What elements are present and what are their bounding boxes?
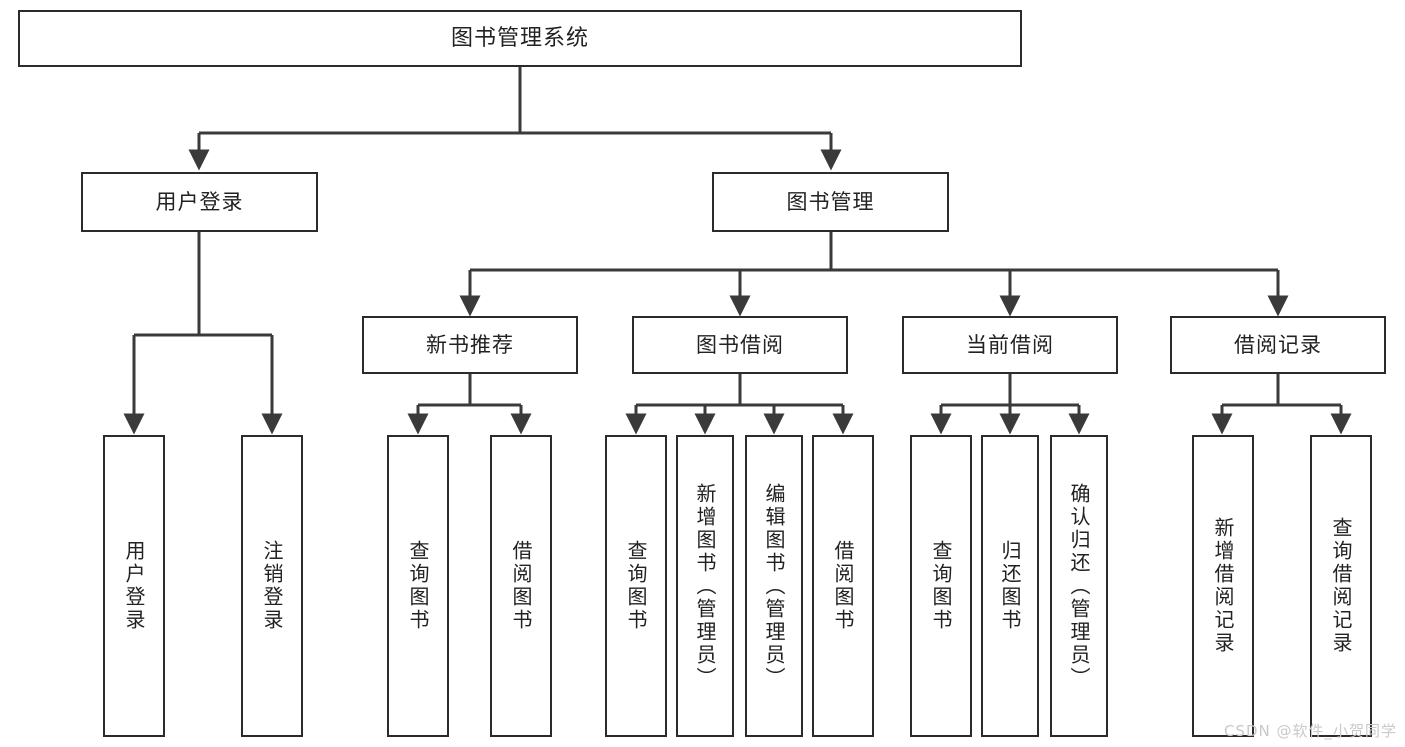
- leaf-add-borrow-record[interactable]: 新增借阅记录: [1192, 435, 1254, 737]
- leaf-query-book-current[interactable]: 查询图书: [910, 435, 972, 737]
- leaf-borrow-book-recommend[interactable]: 借阅图书: [490, 435, 552, 737]
- node-borrow-record[interactable]: 借阅记录: [1170, 316, 1386, 374]
- node-label: 新增借阅记录: [1211, 517, 1235, 655]
- node-label: 查询借阅记录: [1329, 517, 1353, 655]
- node-label: 注销登录: [260, 540, 284, 632]
- node-label: 图书管理: [786, 189, 875, 214]
- node-label: 查询图书: [406, 540, 430, 632]
- leaf-add-book-admin[interactable]: 新增图书（管理员）: [676, 435, 734, 737]
- leaf-query-book-recommend[interactable]: 查询图书: [387, 435, 449, 737]
- node-label: 查询图书: [624, 540, 648, 632]
- node-label: 借阅图书: [509, 540, 533, 632]
- node-label: 用户登录: [122, 540, 146, 632]
- node-label: 归还图书: [998, 540, 1022, 632]
- leaf-confirm-return-admin[interactable]: 确认归还（管理员）: [1050, 435, 1108, 737]
- leaf-query-book-borrow[interactable]: 查询图书: [605, 435, 667, 737]
- leaf-edit-book-admin[interactable]: 编辑图书（管理员）: [745, 435, 803, 737]
- node-label: 借阅记录: [1234, 332, 1322, 357]
- node-new-book-recommend[interactable]: 新书推荐: [362, 316, 578, 374]
- node-label: 借阅图书: [831, 540, 855, 632]
- csdn-watermark: CSDN @软件_小贺同学: [1223, 722, 1397, 740]
- leaf-query-borrow-record[interactable]: 查询借阅记录: [1310, 435, 1372, 737]
- leaf-borrow-book[interactable]: 借阅图书: [812, 435, 874, 737]
- node-label: 确认归还（管理员）: [1067, 482, 1091, 690]
- node-book-borrow[interactable]: 图书借阅: [632, 316, 848, 374]
- node-current-borrow[interactable]: 当前借阅: [902, 316, 1118, 374]
- node-user-login[interactable]: 用户登录: [81, 172, 318, 232]
- node-label: 用户登录: [155, 189, 244, 214]
- node-root-system[interactable]: 图书管理系统: [18, 10, 1022, 67]
- leaf-return-book[interactable]: 归还图书: [981, 435, 1039, 737]
- node-label: 新增图书（管理员）: [693, 482, 717, 690]
- node-label: 新书推荐: [426, 332, 514, 357]
- leaf-logout-login[interactable]: 注销登录: [241, 435, 303, 737]
- node-label: 查询图书: [929, 540, 953, 632]
- node-label: 当前借阅: [966, 332, 1054, 357]
- node-book-management[interactable]: 图书管理: [712, 172, 949, 232]
- node-label: 编辑图书（管理员）: [762, 482, 786, 690]
- node-label: 图书借阅: [696, 332, 784, 357]
- node-label: 图书管理系统: [450, 25, 589, 51]
- leaf-user-login[interactable]: 用户登录: [103, 435, 165, 737]
